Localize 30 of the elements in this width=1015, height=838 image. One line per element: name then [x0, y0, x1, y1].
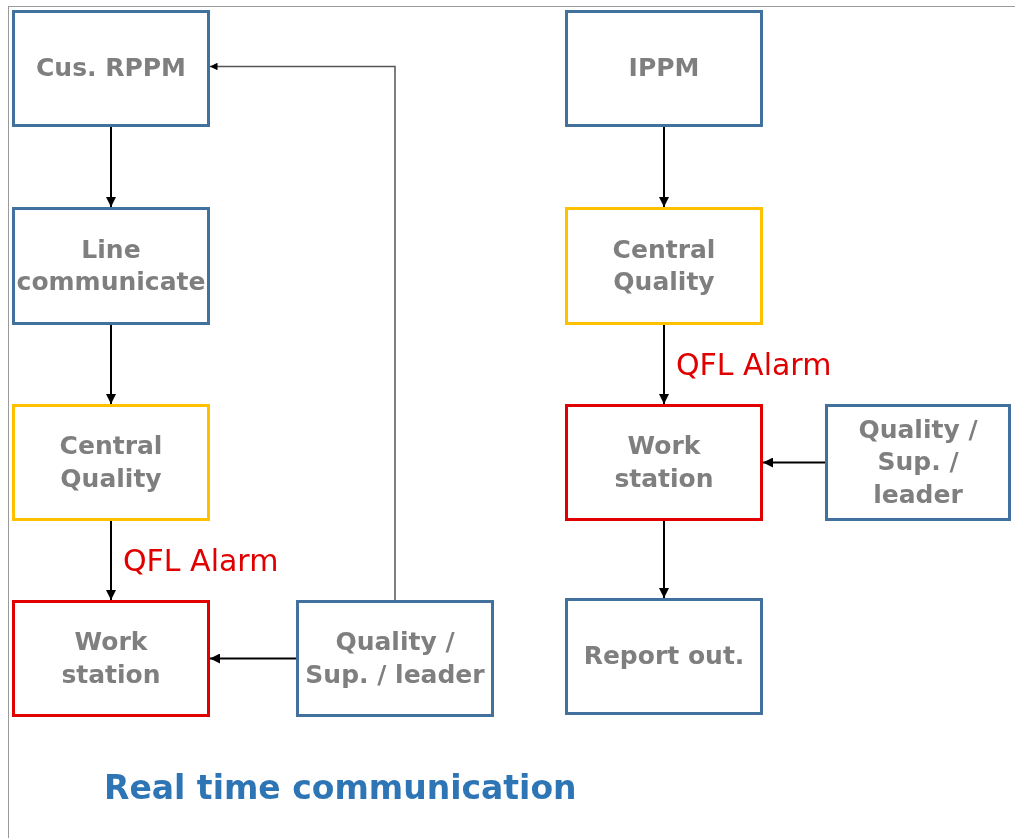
- box-label: Report out.: [583, 640, 745, 673]
- process-box: [565, 404, 763, 521]
- arrow: [209, 653, 297, 664]
- process-box: [12, 404, 210, 521]
- arrow: [762, 457, 826, 468]
- process-box: [825, 404, 1011, 521]
- arrow: [106, 126, 116, 208]
- arrow: [106, 520, 116, 601]
- box-label: Quality / Sup. / leader: [305, 626, 485, 691]
- process-box: [296, 600, 494, 717]
- process-box: [565, 10, 763, 127]
- arrow: [106, 324, 116, 405]
- process-box: [565, 207, 763, 325]
- box-label: Quality / Sup. / leader: [857, 413, 979, 511]
- box-label: IPPM: [628, 52, 700, 85]
- process-box: [565, 598, 763, 715]
- arrow: [659, 126, 669, 208]
- box-label: Line communicate: [16, 233, 206, 298]
- box-label: Work station: [60, 626, 162, 691]
- caption: Real time communication: [104, 768, 577, 807]
- box-label: Work station: [613, 430, 715, 495]
- process-box: [12, 600, 210, 717]
- box-label: Central Quality: [58, 430, 164, 495]
- process-box: [12, 10, 210, 127]
- arrow: [209, 62, 396, 601]
- box-label: Central Quality: [611, 233, 717, 298]
- arrow: [659, 520, 669, 599]
- box-label: Cus. RPPM: [36, 52, 186, 85]
- process-box: [12, 207, 210, 325]
- arrow: [659, 324, 669, 405]
